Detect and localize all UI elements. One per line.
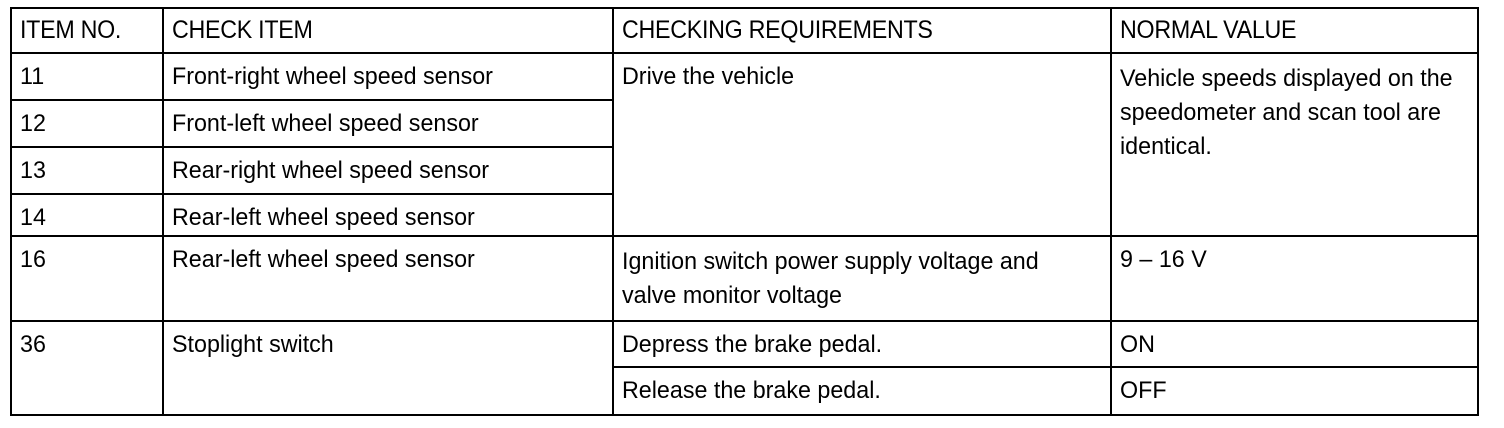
table-row: Release the brake pedal. OFF (11, 366, 1479, 416)
column-header-item-no: ITEM NO. (10, 7, 164, 54)
cell-item-no-text: 13 (20, 157, 46, 184)
cell-normal-value: ON (1110, 320, 1479, 368)
cell-normal-value-text: ON (1120, 331, 1155, 358)
cell-checking-requirements-text: Ignition switch power supply voltage and… (622, 248, 1039, 309)
cell-normal-value: Vehicle speeds displayed on the speedome… (1110, 52, 1479, 237)
column-header-item-no-label: ITEM NO. (20, 16, 122, 44)
cell-item-no-text: 11 (20, 63, 45, 90)
table-header-row: ITEM NO. CHECK ITEM CHECKING REQUIREMENT… (10, 7, 1479, 54)
column-header-normal-value: NORMAL VALUE (1110, 7, 1479, 54)
cell-item-no: 36 (10, 320, 164, 416)
cell-checking-requirements-text: Drive the vehicle (622, 63, 795, 90)
cell-checking-requirements: Depress the brake pedal. (612, 320, 1112, 368)
cell-check-item: Front-left wheel speed sensor (162, 99, 614, 148)
cell-item-no-text: 36 (20, 331, 46, 358)
cell-normal-value-text: OFF (1120, 377, 1167, 404)
table-row: 36 Stoplight switch Depress the brake pe… (10, 320, 1479, 416)
table-row: 14 Rear-left wheel speed sensor (10, 193, 1478, 237)
cell-check-item: Rear-left wheel speed sensor (162, 193, 614, 237)
cell-checking-requirements: Release the brake pedal. (612, 366, 1112, 416)
column-header-normal-value-label: NORMAL VALUE (1120, 16, 1297, 44)
cell-item-no: 11 (10, 52, 164, 101)
cell-item-no-text: 16 (20, 246, 46, 273)
cell-normal-value-text: Vehicle speeds displayed on the speedome… (1120, 65, 1453, 160)
cell-checking-requirements-text: Release the brake pedal. (622, 377, 881, 404)
cell-checking-requirements: Drive the vehicle (612, 52, 1112, 237)
cell-normal-value: OFF (1110, 366, 1479, 416)
column-header-check-item: CHECK ITEM (162, 7, 614, 54)
cell-item-no: 16 (10, 235, 164, 322)
cell-item-no: 14 (10, 193, 164, 237)
cell-check-item: Rear-left wheel speed sensor (162, 235, 614, 322)
cell-check-item-text: Rear-right wheel speed sensor (172, 157, 490, 184)
cell-checking-requirements-text: Depress the brake pedal. (622, 331, 883, 358)
column-header-check-item-label: CHECK ITEM (172, 16, 313, 44)
cell-normal-value: 9 – 16 V (1110, 235, 1479, 322)
table-row: 11 Front-right wheel speed sensor Drive … (10, 52, 1479, 237)
cell-checking-requirements: Ignition switch power supply voltage and… (612, 235, 1112, 322)
cell-check-item: Front-right wheel speed sensor (162, 52, 614, 101)
cell-item-no: 13 (10, 146, 164, 195)
cell-item-no-text: 14 (20, 204, 46, 231)
inspection-check-table: ITEM NO. CHECK ITEM CHECKING REQUIREMENT… (10, 7, 1479, 416)
cell-check-item-text: Stoplight switch (172, 331, 334, 358)
cell-item-no-text: 12 (20, 110, 46, 137)
cell-item-no: 12 (10, 99, 164, 148)
table-row: 12 Front-left wheel speed sensor (10, 99, 1478, 148)
column-header-checking-requirements-label: CHECKING REQUIREMENTS (622, 16, 933, 44)
cell-check-item-text: Rear-left wheel speed sensor (172, 246, 475, 273)
table-row: 16 Rear-left wheel speed sensor Ignition… (10, 235, 1479, 322)
table-body: 11 Front-right wheel speed sensor Drive … (10, 52, 1479, 416)
cell-check-item-text: Front-left wheel speed sensor (172, 110, 479, 137)
table-header: ITEM NO. CHECK ITEM CHECKING REQUIREMENT… (10, 7, 1479, 54)
cell-check-item-text: Front-right wheel speed sensor (172, 63, 493, 90)
cell-normal-value-text: 9 – 16 V (1120, 246, 1207, 273)
column-header-checking-requirements: CHECKING REQUIREMENTS (612, 7, 1112, 54)
cell-check-item: Stoplight switch (162, 320, 614, 416)
cell-check-item: Rear-right wheel speed sensor (162, 146, 614, 195)
table-row: 13 Rear-right wheel speed sensor (10, 146, 1478, 195)
cell-check-item-text: Rear-left wheel speed sensor (172, 204, 475, 231)
